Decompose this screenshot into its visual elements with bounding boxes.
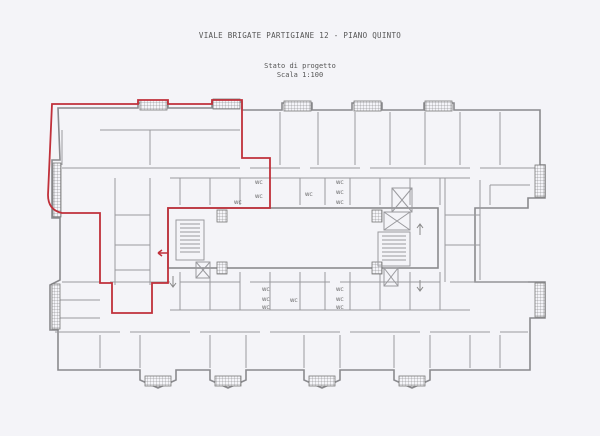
bottom-wing-rooms xyxy=(99,335,501,368)
drawing-title: VIALE BRIGATE PARTIGIANE 12 - PIANO QUIN… xyxy=(198,31,402,40)
wc-label: WC xyxy=(336,287,344,293)
wc-label: WC xyxy=(336,200,344,206)
wc-label: WC xyxy=(336,305,344,311)
staircase-right xyxy=(377,187,413,287)
wc-label: WC xyxy=(262,305,270,311)
project-status: Stato di progetto xyxy=(264,62,336,70)
left-wing-rooms xyxy=(60,178,151,319)
wc-label: WC xyxy=(255,180,263,186)
drawing-scale: Scala 1:100 xyxy=(276,71,324,79)
arrow-left-icon xyxy=(157,249,168,257)
wc-labels: WC WC WC WC WC WC WC WC WC WC WC WC WC W… xyxy=(234,180,344,311)
wc-label: WC xyxy=(234,200,242,206)
arrow-up-icon xyxy=(416,223,424,235)
wc-label: WC xyxy=(262,297,270,303)
highlighted-unit-outline xyxy=(47,99,271,314)
arrow-down-icon xyxy=(169,276,177,288)
wc-label: WC xyxy=(305,192,313,198)
wc-label: WC xyxy=(255,194,263,200)
balconies xyxy=(51,98,546,387)
right-wing-rooms xyxy=(444,178,530,282)
top-wing-rooms xyxy=(61,112,501,165)
staircase-left xyxy=(175,219,211,279)
wc-label: WC xyxy=(262,287,270,293)
central-core xyxy=(167,177,470,311)
arrow-down-icon xyxy=(416,280,424,292)
wc-label: WC xyxy=(336,297,344,303)
wc-label: WC xyxy=(336,180,344,186)
drawing-subtitle: Stato di progetto Scala 1:100 xyxy=(0,62,600,80)
wc-label: WC xyxy=(290,298,298,304)
exit-arrows xyxy=(157,223,424,292)
wc-label: WC xyxy=(336,190,344,196)
